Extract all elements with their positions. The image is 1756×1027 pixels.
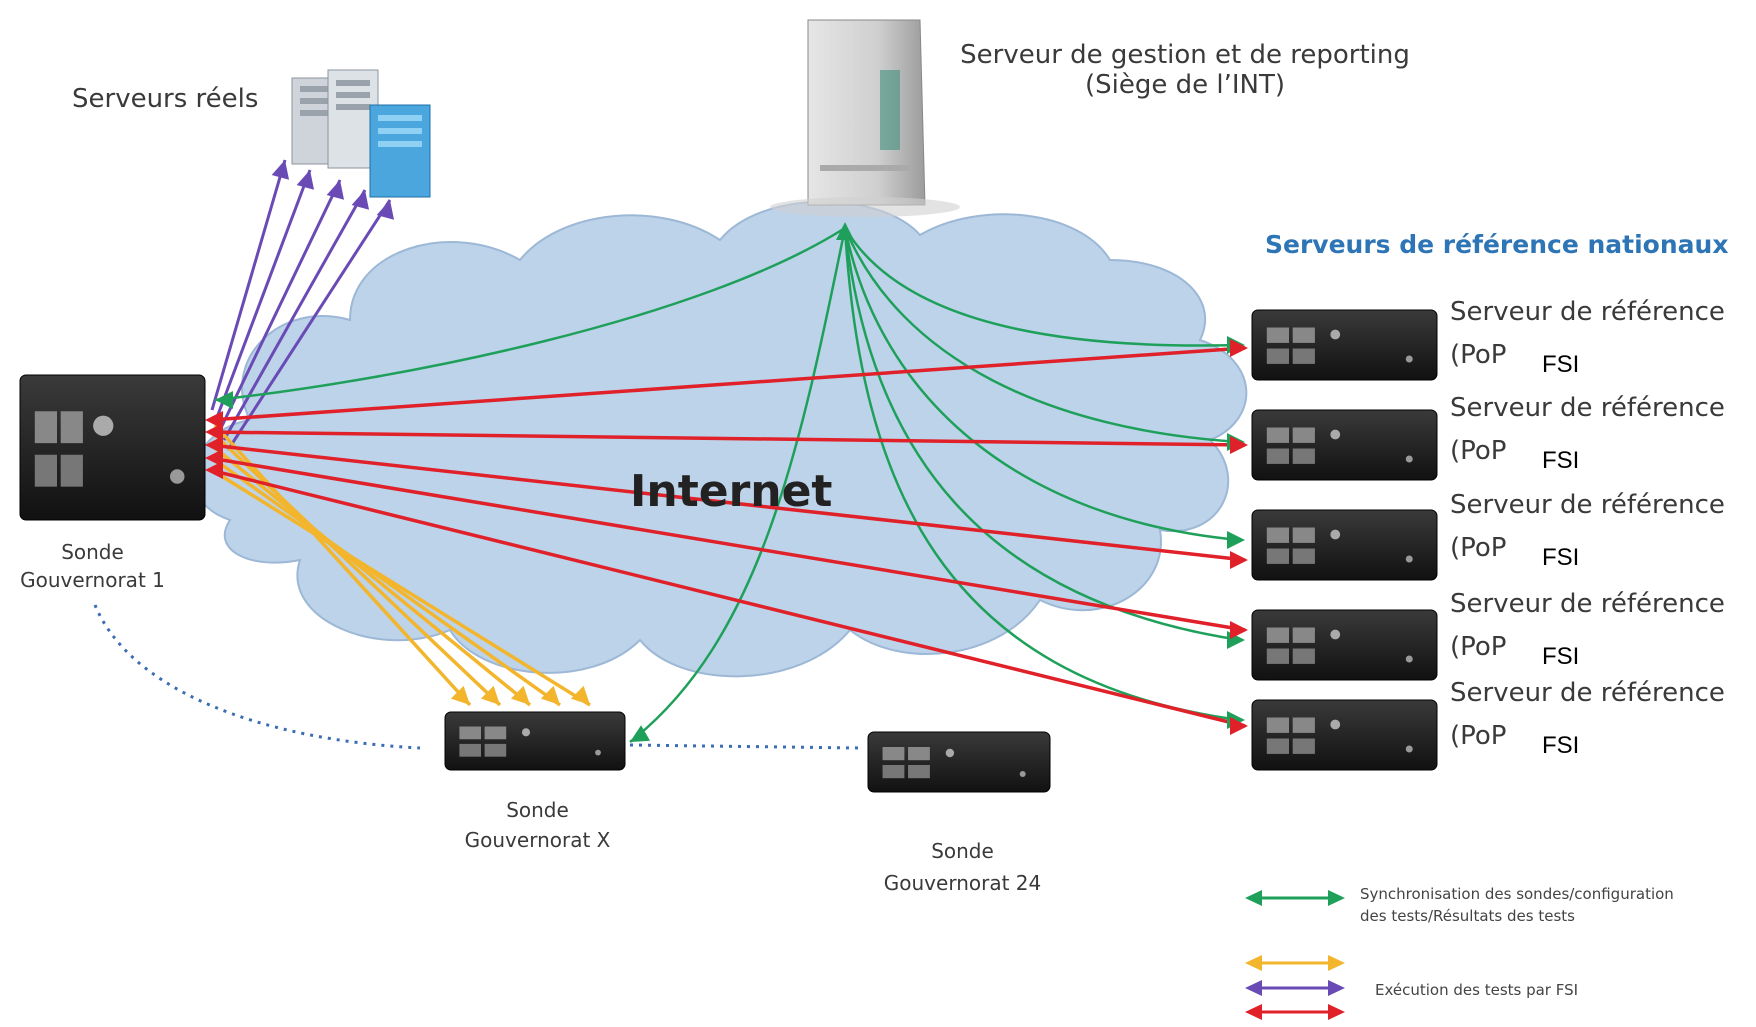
management-server-label: Serveur de gestion et de reporting (Sièg… xyxy=(935,40,1435,100)
red-arrow-head xyxy=(1230,551,1248,569)
legend-green-arrow xyxy=(1245,890,1345,906)
ref-server-icon xyxy=(1251,309,1438,381)
ref-server-icon xyxy=(1251,409,1438,481)
ref-server-fsi: FSI xyxy=(1542,732,1580,759)
ref-server-pop: (PoP xyxy=(1450,533,1507,563)
ref-server-title: Serveur de référence xyxy=(1450,490,1725,520)
ref-server-fsi: FSI xyxy=(1542,544,1580,571)
ref-server-icon xyxy=(1251,699,1438,771)
probe-gov24-line2: Gouvernorat 24 xyxy=(883,871,1042,895)
probe-gov1-line2: Gouvernorat 1 xyxy=(20,568,165,592)
yellow-arrow-head xyxy=(510,685,530,705)
probe-gov24-line1: Sonde xyxy=(931,839,994,863)
red-arrow-head xyxy=(205,423,223,441)
green-arrow-head xyxy=(1227,531,1245,549)
probe-gov24-label: Sonde Gouvernorat 24 xyxy=(870,835,1055,899)
legend-sync-line1: Synchronisation des sondes/configuration xyxy=(1360,885,1674,903)
yellow-arrows xyxy=(213,423,591,707)
purple-arrows xyxy=(210,159,392,451)
purple-arrow-head xyxy=(326,180,345,200)
ref-server-fsi: FSI xyxy=(1542,447,1580,474)
legend-yellow-arrow xyxy=(1245,955,1345,971)
probe-govx-line1: Sonde xyxy=(506,798,569,822)
ref-server-pop: (PoP xyxy=(1450,632,1507,662)
legend-red-arrow xyxy=(1245,1004,1345,1020)
purple-arrow-head xyxy=(296,170,315,190)
ref-server-pop: (PoP xyxy=(1450,721,1507,751)
probe-gov1-label: Sonde Gouvernorat 1 xyxy=(5,538,180,594)
green-arrow-head xyxy=(215,391,233,409)
arrow-heads xyxy=(205,160,1345,1020)
ref-server-fsi: FSI xyxy=(1542,643,1580,670)
internet-label: Internet xyxy=(630,466,833,517)
probe-govx-label: Sonde Gouvernorat X xyxy=(450,795,625,855)
ref-server-pop: (PoP xyxy=(1450,340,1507,370)
red-arrow-head xyxy=(1230,621,1248,639)
red-arrows xyxy=(209,346,1246,728)
red-arrow-head xyxy=(205,449,223,467)
ref-server-title: Serveur de référence xyxy=(1450,297,1725,327)
red-arrow-head xyxy=(1230,717,1248,735)
ref-server-icon xyxy=(1251,509,1438,581)
probe-govx-icon xyxy=(444,711,626,771)
real-servers-icon xyxy=(291,69,431,198)
legend-purple-arrow xyxy=(1245,980,1345,996)
yellow-arrow-head xyxy=(570,685,590,705)
probe-gov1-line1: Sonde xyxy=(61,540,124,564)
red-arrow-head xyxy=(205,411,223,429)
purple-arrow-head xyxy=(271,160,290,180)
green-sync-curves xyxy=(214,226,1241,743)
legend-sync-text: Synchronisation des sondes/configuration… xyxy=(1360,883,1674,927)
red-arrow-head xyxy=(1230,436,1248,454)
legend-sync-line2: des tests/Résultats des tests xyxy=(1360,907,1575,925)
dotted-link-x-24 xyxy=(629,743,861,750)
ref-servers-heading: Serveurs de référence nationaux xyxy=(1265,230,1729,259)
red-arrow-head xyxy=(205,461,223,479)
ref-server-title: Serveur de référence xyxy=(1450,589,1725,619)
ref-server-title: Serveur de référence xyxy=(1450,393,1725,423)
probe-govx-line2: Gouvernorat X xyxy=(464,828,611,852)
ref-server-title: Serveur de référence xyxy=(1450,678,1725,708)
purple-arrow-head xyxy=(351,190,370,210)
red-arrow-head xyxy=(205,436,223,454)
management-server-line2: (Siège de l’INT) xyxy=(1084,70,1286,100)
dotted-link-1-x xyxy=(93,604,421,750)
probe-gov24-icon xyxy=(867,731,1051,793)
probe-gov1-icon xyxy=(19,374,206,521)
legend-exec-text: Exécution des tests par FSI xyxy=(1375,981,1579,999)
ref-server-pop: (PoP xyxy=(1450,436,1507,466)
ref-server-fsi: FSI xyxy=(1542,351,1580,378)
green-arrow-head xyxy=(836,222,854,240)
ref-server-icon xyxy=(1251,609,1438,681)
real-servers-label: Serveurs réels xyxy=(72,84,259,114)
purple-arrow-head xyxy=(376,200,395,220)
green-arrow-head xyxy=(630,725,651,742)
management-server-icon xyxy=(770,19,960,217)
management-server-line1: Serveur de gestion et de reporting xyxy=(960,40,1410,70)
red-arrow-head xyxy=(1230,339,1248,357)
